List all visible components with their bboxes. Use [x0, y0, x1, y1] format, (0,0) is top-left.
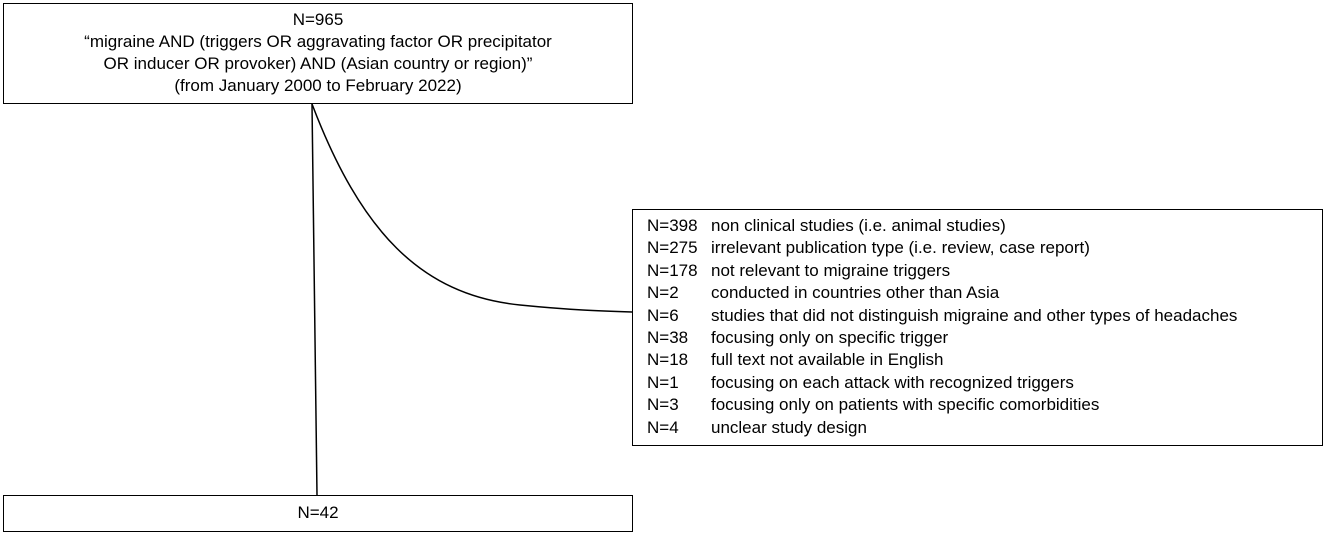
search-date-range: (from January 2000 to February 2022)	[174, 76, 462, 95]
exclusion-row: N=2 conducted in countries other than As…	[647, 282, 1322, 304]
exclusion-count: N=275	[647, 238, 698, 258]
exclusion-count: N=3	[647, 395, 679, 415]
exclusion-count: N=4	[647, 417, 679, 437]
exclusion-count: N=2	[647, 283, 679, 303]
exclusion-row: N=18 full text not available in English	[647, 349, 1322, 371]
exclusion-reason: non clinical studies (i.e. animal studie…	[711, 216, 1006, 235]
exclusion-reason: conducted in countries other than Asia	[711, 283, 1000, 303]
exclusion-row: N=275 irrelevant publication type (i.e. …	[647, 237, 1322, 259]
exclusion-reason: not relevant to migraine triggers	[711, 260, 951, 280]
exclusion-reason: focusing only on patients with specific …	[711, 395, 1100, 415]
included-count: N=42	[297, 503, 339, 522]
search-results-box: N=965 “migraine AND (triggers OR aggrava…	[3, 3, 633, 104]
exclusion-count: N=1	[647, 372, 679, 392]
exclusion-reason: irrelevant publication type (i.e. review…	[711, 238, 1090, 258]
exclusion-reason: focusing only on specific trigger	[711, 328, 949, 348]
exclusion-reason: studies that did not distinguish migrain…	[711, 305, 1238, 325]
exclusion-branch-curve	[311, 103, 633, 313]
exclusion-row: N=3 focusing only on patients with speci…	[647, 394, 1322, 416]
exclusion-row: N=38 focusing only on specific trigger	[647, 327, 1322, 349]
exclusion-count: N=398	[647, 216, 698, 235]
exclusion-count: N=18	[647, 350, 689, 370]
main-flow-line	[311, 103, 318, 496]
exclusion-reason: unclear study design	[711, 417, 867, 437]
exclusion-row: N=1 focusing on each attack with recogni…	[647, 372, 1322, 394]
exclusion-row: N=4 unclear study design	[647, 417, 1322, 439]
exclusion-count: N=178	[647, 260, 698, 280]
exclusion-row: N=178 not relevant to migraine triggers	[647, 260, 1322, 282]
included-studies-box: N=42	[3, 495, 633, 532]
exclusion-count: N=6	[647, 305, 679, 325]
exclusion-row: N=6 studies that did not distinguish mig…	[647, 305, 1322, 327]
exclusion-reason: focusing on each attack with recognized …	[711, 372, 1074, 392]
search-count: N=965	[292, 10, 344, 29]
exclusion-reason: full text not available in English	[711, 350, 944, 370]
exclusion-reasons-box: N=398 non clinical studies (i.e. animal …	[632, 209, 1323, 446]
search-query-line-1: “migraine AND (triggers OR aggravating f…	[84, 32, 552, 51]
exclusion-row: N=398 non clinical studies (i.e. animal …	[647, 215, 1322, 237]
search-query-line-2: OR inducer OR provoker) AND (Asian count…	[103, 54, 533, 73]
exclusion-count: N=38	[647, 328, 689, 348]
